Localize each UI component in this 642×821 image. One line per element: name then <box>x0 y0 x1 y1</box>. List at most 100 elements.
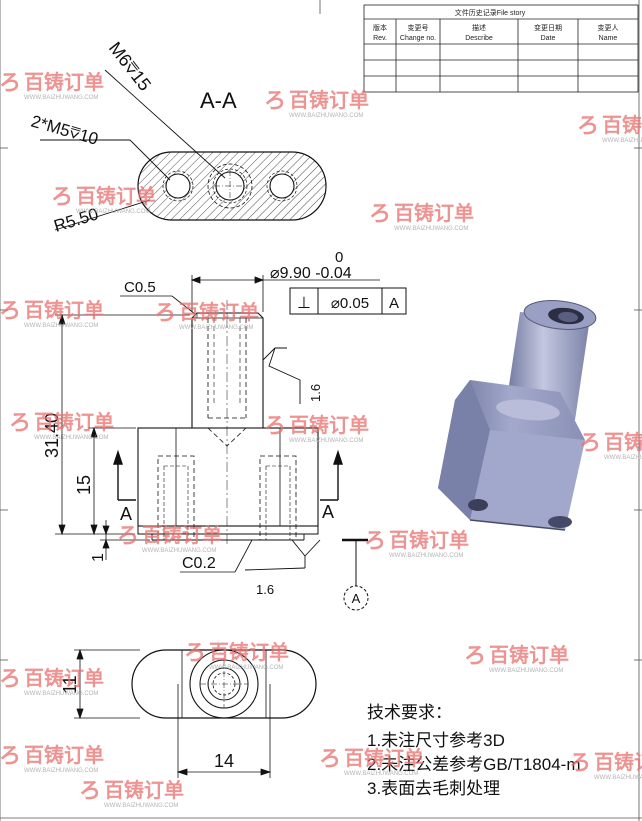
svg-text:ろ: ろ <box>0 666 21 691</box>
svg-text:WWW.BAIZHUWANG.COM: WWW.BAIZHUWANG.COM <box>289 113 363 119</box>
fcf-symbol: ⊥ <box>297 295 311 312</box>
svg-text:ろ: ろ <box>369 201 391 226</box>
chamfer-bottom-leader <box>180 539 253 573</box>
svg-text:ろ: ろ <box>79 778 101 803</box>
svg-text:ろ: ろ <box>577 113 599 138</box>
header-describe-cn: 描述 <box>472 23 486 32</box>
watermark-logo: ろ百铸订单WWW.BAIZHUWANG.COM <box>51 184 156 215</box>
roughness-bottom-symbol <box>244 539 321 571</box>
section-hole-right <box>269 173 295 199</box>
header-date-en: Date <box>541 35 556 42</box>
note-item: 1.未注尺寸参考3D <box>367 731 505 750</box>
bottom-dimension <box>100 520 150 560</box>
svg-text:ろ: ろ <box>569 750 591 775</box>
svg-text:百铸订单: 百铸订单 <box>344 746 424 770</box>
svg-text:ろ: ろ <box>184 640 206 665</box>
svg-text:WWW.BAIZHUWANG.COM: WWW.BAIZHUWANG.COM <box>34 435 108 441</box>
holes-callout: 2*M5⩢10 <box>29 112 101 149</box>
svg-text:ろ: ろ <box>319 746 341 771</box>
height-base-dimension <box>88 426 136 536</box>
svg-text:ろ: ろ <box>0 743 21 768</box>
svg-text:百铸订单: 百铸订单 <box>76 184 156 208</box>
svg-text:ろ: ろ <box>579 430 601 455</box>
watermark-logo: ろ百铸订单WWW.BAIZHUWANG.COM <box>9 410 114 441</box>
watermark-logo: ろ百铸订单WWW.BAIZHUWANG.COM <box>184 640 289 671</box>
section-mark-right: A <box>322 502 334 522</box>
roughness-shaft-symbol <box>262 347 301 404</box>
svg-text:百铸订单: 百铸订单 <box>394 201 474 225</box>
svg-text:WWW.BAIZHUWANG.COM: WWW.BAIZHUWANG.COM <box>179 325 253 331</box>
svg-text:WWW.BAIZHUWANG.COM: WWW.BAIZHUWANG.COM <box>209 665 283 671</box>
watermark-logo: ろ百铸订单WWW.BAIZHUWANG.COM <box>369 201 474 232</box>
width-dimension <box>74 648 140 720</box>
svg-text:WWW.BAIZHUWANG.COM: WWW.BAIZHUWANG.COM <box>389 553 463 559</box>
svg-text:WWW.BAIZHUWANG.COM: WWW.BAIZHUWANG.COM <box>594 775 642 781</box>
fcf-tolerance: ⌀0.05 <box>331 295 369 312</box>
svg-text:百铸订单: 百铸订单 <box>179 300 259 324</box>
watermark-logo: ろ百铸订单WWW.BAIZHUWANG.COM <box>264 88 369 119</box>
diameter-main: ⌀9.90 -0.04 <box>270 265 352 282</box>
header-change-en: Change no. <box>400 35 436 42</box>
revision-table-title: 文件历史记录File story <box>455 8 526 17</box>
svg-text:ろ: ろ <box>9 410 31 435</box>
roughness-bottom: 1.6 <box>256 582 274 597</box>
note-item: 3.表面去毛刺处理 <box>367 779 500 798</box>
top-view <box>131 649 317 719</box>
svg-text:WWW.BAIZHUWANG.COM: WWW.BAIZHUWANG.COM <box>76 209 150 215</box>
svg-text:WWW.BAIZHUWANG.COM: WWW.BAIZHUWANG.COM <box>602 138 642 144</box>
svg-text:ろ: ろ <box>51 184 73 209</box>
dim-bottom: 1 <box>90 553 107 562</box>
dim-height-total: 31.40 <box>42 413 62 458</box>
watermark-logo: ろ百铸订单WWW.BAIZHUWANG.COM <box>0 298 104 329</box>
svg-text:ろ: ろ <box>0 298 21 323</box>
svg-text:百铸订单: 百铸订单 <box>604 430 642 454</box>
watermark-logo: ろ百铸订单WWW.BAIZHUWANG.COM <box>154 300 259 331</box>
svg-text:百铸订单: 百铸订单 <box>289 413 369 437</box>
front-view <box>137 300 319 545</box>
svg-text:ろ: ろ <box>364 528 386 553</box>
watermark-logo: ろ百铸订单WWW.BAIZHUWANG.COM <box>364 528 469 559</box>
dim-spacing: 14 <box>214 751 234 771</box>
svg-text:WWW.BAIZHUWANG.COM: WWW.BAIZHUWANG.COM <box>24 768 98 774</box>
section-title: A-A <box>200 88 237 113</box>
svg-text:WWW.BAIZHUWANG.COM: WWW.BAIZHUWANG.COM <box>24 691 98 697</box>
header-date-cn: 变更日期 <box>534 23 562 32</box>
watermark-logo: ろ百铸订单WWW.BAIZHUWANG.COM <box>117 523 222 554</box>
watermark-logo: ろ百铸订单WWW.BAIZHUWANG.COM <box>0 666 104 697</box>
header-change-cn: 变更号 <box>408 23 429 32</box>
section-hole-left <box>165 173 191 199</box>
section-mark-left: A <box>120 504 132 524</box>
section-arrows <box>113 449 343 501</box>
svg-text:百铸订单: 百铸订单 <box>34 410 114 434</box>
svg-text:WWW.BAIZHUWANG.COM: WWW.BAIZHUWANG.COM <box>104 803 178 809</box>
svg-text:百铸订单: 百铸订单 <box>389 528 469 552</box>
diameter-dimension <box>190 275 380 312</box>
revision-table <box>363 4 639 93</box>
revision-table-headers: 版本 Rev. 变更号 Change no. 描述 Describe 变更日期 … <box>373 23 619 42</box>
svg-text:WWW.BAIZHUWANG.COM: WWW.BAIZHUWANG.COM <box>489 668 563 674</box>
svg-text:百铸订单: 百铸订单 <box>142 523 222 547</box>
header-describe-en: Describe <box>465 35 493 42</box>
chamfer-top-leader <box>120 295 196 315</box>
svg-text:WWW.BAIZHUWANG.COM: WWW.BAIZHUWANG.COM <box>604 455 642 461</box>
notes-heading: 技术要求： <box>367 703 452 722</box>
svg-text:百铸订单: 百铸订单 <box>209 640 289 664</box>
svg-text:ろ: ろ <box>154 300 176 325</box>
header-rev-cn: 版本 <box>373 23 387 32</box>
svg-text:ろ: ろ <box>117 523 139 548</box>
datum-symbol <box>342 538 369 611</box>
svg-text:ろ: ろ <box>264 88 286 113</box>
svg-text:百铸订单: 百铸订单 <box>602 113 642 137</box>
chamfer-top: C0.5 <box>124 279 156 296</box>
technical-notes: 技术要求： 1.未注尺寸参考3D 2.未注公差参考GB/T1804-m 3.表面… <box>367 703 581 798</box>
svg-text:WWW.BAIZHUWANG.COM: WWW.BAIZHUWANG.COM <box>142 548 216 554</box>
svg-text:WWW.BAIZHUWANG.COM: WWW.BAIZHUWANG.COM <box>344 771 418 777</box>
dim-height-base: 15 <box>74 475 94 495</box>
